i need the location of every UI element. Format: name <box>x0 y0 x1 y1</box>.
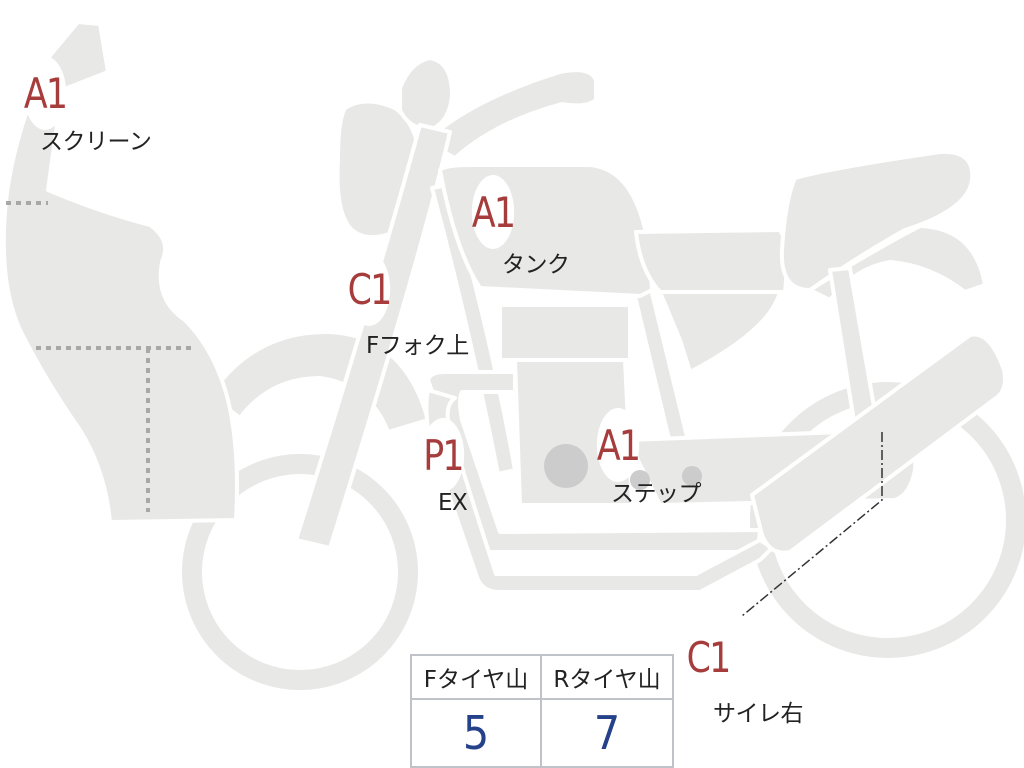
rear-tire-header: Rタイヤ山 <box>542 656 672 700</box>
front-fork <box>294 123 452 550</box>
grade-badge: A1 <box>471 175 516 249</box>
marker-label: ステップ <box>611 481 702 507</box>
footrest-knob <box>630 470 650 490</box>
side-cover <box>658 290 782 374</box>
marker-label: スクリーン <box>40 129 152 155</box>
engine-head <box>498 303 632 362</box>
marker-label: Fフォク上 <box>366 333 469 359</box>
rear-tire-value: 7 <box>593 706 621 760</box>
engine-cover <box>544 444 588 488</box>
footrest-knob-rear <box>682 466 702 486</box>
grade-badge: P1 <box>421 418 465 492</box>
grade-badge: C1 <box>348 252 392 326</box>
fairing-dotted-line <box>36 346 192 512</box>
side-cover-leader <box>741 432 883 617</box>
handlebar <box>423 68 598 160</box>
seat-front <box>634 228 789 294</box>
seat-rear <box>779 149 975 292</box>
mirror <box>398 56 454 132</box>
front-tire-value: 5 <box>412 700 542 766</box>
marker-label: タンク <box>502 252 570 278</box>
front-wheel <box>182 454 418 690</box>
tire-tread-table: Fタイヤ山 Rタイヤ山 5 7 <box>410 654 674 768</box>
grade-badge: A1 <box>23 56 68 130</box>
grade-badge: C1 <box>687 620 731 694</box>
marker-label: サイレ右 <box>713 701 804 727</box>
muffler <box>750 332 1007 555</box>
tail-cowl <box>808 224 987 302</box>
grade-badge: A1 <box>596 408 641 482</box>
front-tire-header: Fタイヤ山 <box>412 656 542 700</box>
front-fairing <box>1 20 239 524</box>
marker-label: EX <box>438 490 468 516</box>
exhaust-pipe-upper <box>426 370 762 554</box>
